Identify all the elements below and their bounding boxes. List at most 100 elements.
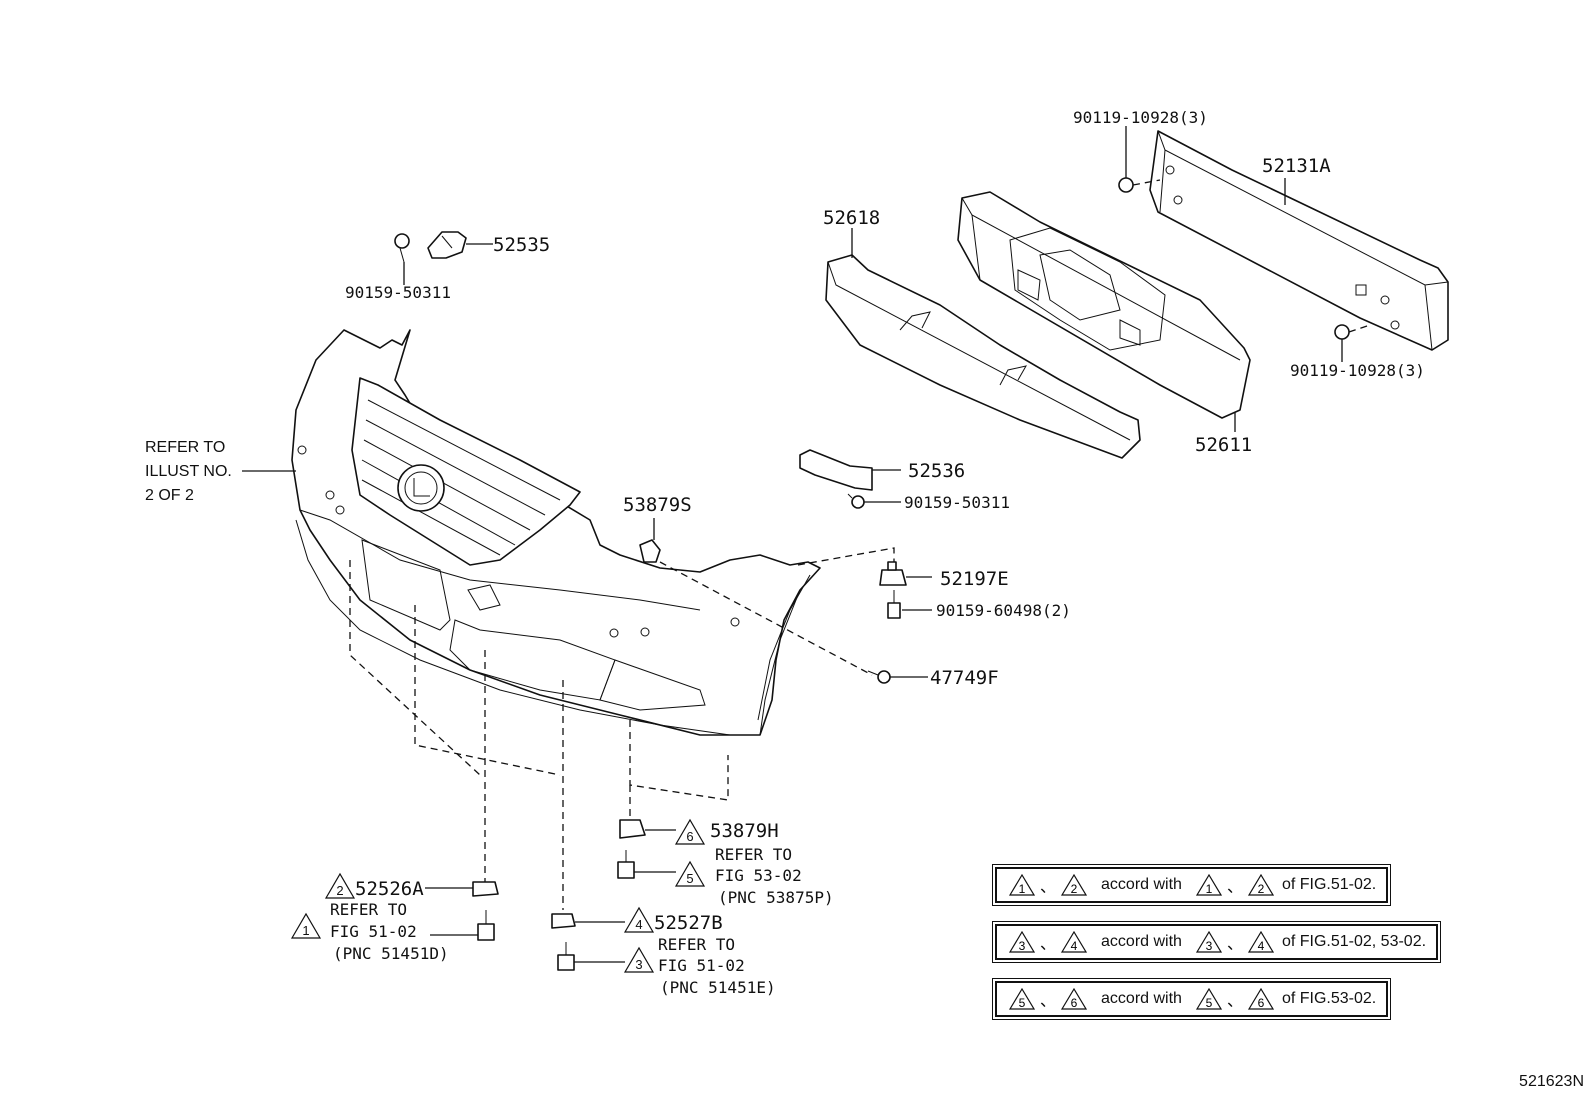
bumper-cover [291,329,821,736]
triangle-4: 4 [623,906,655,933]
label-90119-bottom: 90119-10928(3) [1290,361,1425,380]
svg-text:ILLUST NO.: ILLUST NO. [145,463,232,480]
svg-text:3: 3 [1019,939,1026,953]
svg-text:1: 1 [1206,882,1213,896]
legend-suffix: of FIG.51-02, 53-02. [1281,933,1427,950]
svg-text:5: 5 [686,871,693,886]
svg-text:6: 6 [1071,996,1078,1010]
svg-text:1: 1 [302,923,309,938]
triangle-6: 6 [674,818,706,845]
refer-51451D-note: REFER TO FIG 51-02 (PNC 51451D) [330,900,449,963]
svg-text:6: 6 [686,829,693,844]
svg-text:FIG 51-02: FIG 51-02 [658,956,745,975]
svg-text:5: 5 [1019,996,1026,1010]
label-52536: 52536 [908,460,965,482]
bolt-90159-50311-mid [847,493,865,509]
svg-text:REFER TO: REFER TO [330,900,407,919]
triangle-2: 2 [324,872,356,899]
refer-51451E-note: REFER TO FIG 51-02 (PNC 51451E) [658,935,776,997]
legend-separator: 、 [1040,879,1057,896]
svg-text:6: 6 [1258,996,1265,1010]
legend-triangle-b: 2 [1061,874,1088,896]
svg-text:2: 2 [336,883,343,898]
clip-52527B [551,913,576,929]
label-52526A: 52526A [355,878,424,900]
clip-47749F [867,670,891,684]
label-52131A: 52131A [1262,155,1331,177]
svg-text:(PNC 51451D): (PNC 51451D) [333,944,449,963]
legend-triangle-a: 1 [1009,874,1035,896]
refer-53875P-note: REFER TO FIG 53-02 (PNC 53875P) [715,845,834,907]
legend-triangle-c: 3 [1195,931,1222,953]
legend-text: accord with [1101,933,1182,950]
legend-triangle-b: 6 [1061,988,1088,1010]
label-52527B: 52527B [654,912,723,934]
legend-separator: 、 [1226,879,1243,896]
label-52618: 52618 [823,207,880,229]
legend-triangle-d: 6 [1247,988,1274,1010]
svg-text:4: 4 [1071,939,1078,953]
bolt-90119-top [1118,177,1161,193]
legend-suffix: of FIG.53-02. [1281,990,1377,1007]
label-53879S: 53879S [623,494,692,516]
label-90159-50311-mid: 90159-50311 [904,493,1010,512]
legend-triangle-a: 3 [1009,931,1035,953]
nut-52197E [879,561,907,586]
triangle-3: 3 [623,946,655,973]
legend-separator: 、 [1226,936,1243,953]
legend-row-1: 1 、 2 accord with 1 、 2 of FIG.51-02. [991,864,1392,906]
legend-triangle-c: 1 [1195,874,1222,896]
bolt-90159-60498 [887,590,901,619]
legend-triangle-b: 4 [1061,931,1088,953]
svg-text:3: 3 [635,957,642,972]
legend-triangle-a: 5 [1009,988,1035,1010]
triangle-5: 5 [674,860,706,887]
label-90159-60498: 90159-60498(2) [936,601,1071,620]
legend-row-2: 3 、 4 accord with 3 、 4 of FIG.51-02, 53… [991,921,1442,963]
clip-53879H [619,819,646,839]
label-52197E: 52197E [940,568,1009,590]
bolt-90119-bottom [1334,324,1371,340]
label-52611: 52611 [1195,434,1252,456]
triangle-1: 1 [290,912,322,939]
svg-text:4: 4 [1258,939,1265,953]
figure-id: 521623N [1519,1073,1584,1090]
svg-text:3: 3 [1206,939,1213,953]
svg-text:REFER TO: REFER TO [145,439,225,456]
absorber-52618 [825,254,1141,459]
bolt-51451E [557,942,575,971]
bolt-90159-50311-top [394,233,410,263]
label-90119-top: 90119-10928(3) [1073,108,1208,127]
svg-text:4: 4 [635,917,642,932]
svg-text:FIG 53-02: FIG 53-02 [715,866,802,885]
svg-text:(PNC 51451E): (PNC 51451E) [660,978,776,997]
svg-text:REFER TO: REFER TO [715,845,792,864]
svg-text:FIG 51-02: FIG 51-02 [330,922,417,941]
legend-text: accord with [1101,876,1182,893]
clip-53879S [639,539,661,563]
legend-text: accord with [1101,990,1182,1007]
svg-text:(PNC 53875P): (PNC 53875P) [718,888,834,907]
absorber-52611 [957,191,1251,419]
svg-text:2: 2 [1258,882,1265,896]
retainer-52536 [799,449,873,491]
svg-text:1: 1 [1019,882,1026,896]
svg-text:5: 5 [1206,996,1213,1010]
legend-triangle-d: 2 [1247,874,1274,896]
svg-text:REFER TO: REFER TO [658,935,735,954]
legend-suffix: of FIG.51-02. [1281,876,1377,893]
label-53879H: 53879H [710,820,779,842]
label-90159-50311-top: 90159-50311 [345,283,451,302]
legend-triangle-d: 4 [1247,931,1274,953]
svg-text:2: 2 [1071,882,1078,896]
bolt-53875P [617,850,635,879]
clip-52526A [472,881,499,897]
svg-text:2 OF 2: 2 OF 2 [145,487,194,504]
retainer-52535 [427,231,467,259]
legend-separator: 、 [1040,993,1057,1010]
refer-illust-note: REFER TO ILLUST NO. 2 OF 2 [145,439,232,504]
legend-triangle-c: 5 [1195,988,1222,1010]
reinforcement-52131A [1149,130,1449,351]
bolt-51451D [477,910,495,941]
